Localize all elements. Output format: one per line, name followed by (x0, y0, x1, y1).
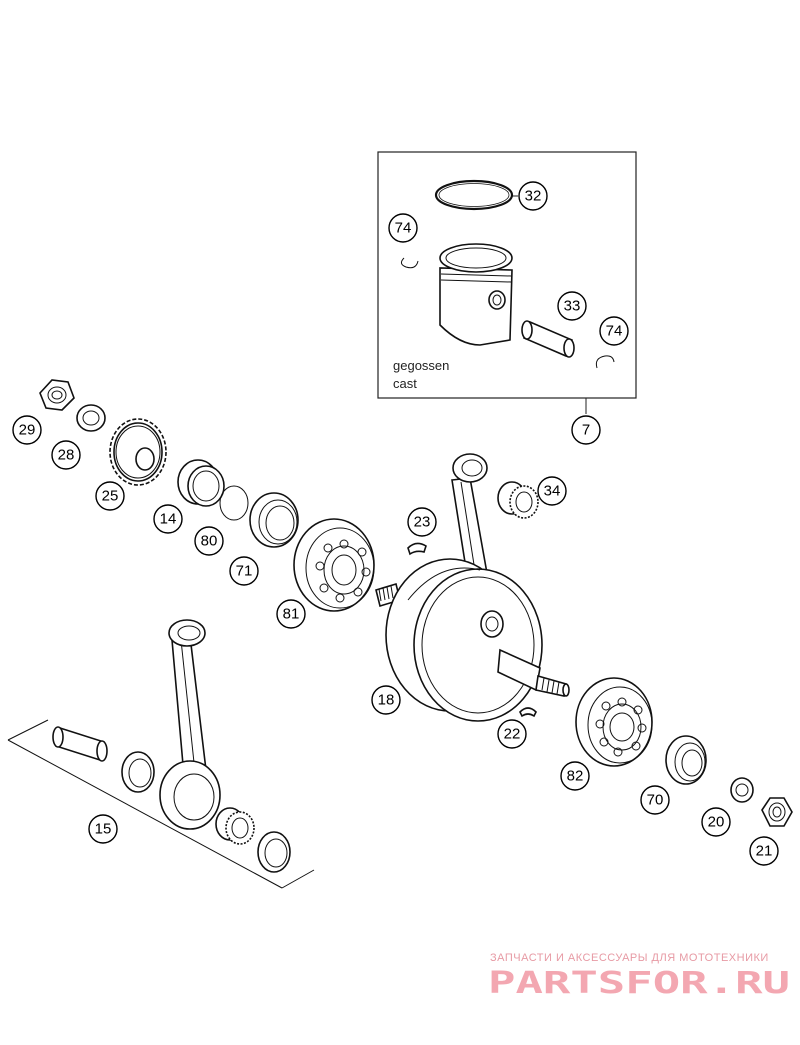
inset-label-gegossen: gegossen (393, 358, 449, 373)
svg-text:21: 21 (756, 843, 773, 860)
shaft-seal-left (249, 492, 299, 548)
callout-32: 32 (518, 181, 548, 211)
conrod-kit (7, 619, 315, 889)
kit-needle-bearing (215, 807, 255, 845)
svg-text:29: 29 (19, 422, 36, 439)
svg-text:81: 81 (283, 606, 300, 623)
circlip-left (400, 257, 419, 269)
callout-15: 15 (88, 814, 118, 844)
watermark: ЗАПЧАСТИ И АКСЕССУАРЫ ДЛЯ МОТОТЕХНИКИ PA… (488, 952, 790, 1001)
callout-21: 21 (749, 836, 779, 866)
inner-bushing (177, 459, 225, 507)
nut-right (761, 797, 793, 827)
kit-washer-lower (257, 831, 291, 873)
callout-70: 70 (640, 785, 670, 815)
svg-text:15: 15 (95, 821, 112, 838)
callout-23: 23 (407, 507, 437, 537)
o-ring (219, 485, 249, 521)
washer-right (730, 777, 754, 803)
callout-71: 71 (229, 556, 259, 586)
svg-text:23: 23 (414, 514, 431, 531)
callout-25: 25 (95, 481, 125, 511)
piston-pin (521, 320, 575, 358)
callout-20: 20 (701, 807, 731, 837)
callout-29: 29 (12, 415, 42, 445)
svg-text:74: 74 (606, 323, 623, 340)
circlip-right (595, 355, 615, 369)
main-bearing-right (575, 677, 653, 767)
svg-text:33: 33 (564, 298, 581, 315)
svg-text:80: 80 (201, 533, 218, 550)
callout-18: 18 (371, 685, 401, 715)
svg-text:74: 74 (395, 220, 412, 237)
callout-82: 82 (560, 761, 590, 791)
kit-connecting-rod (171, 635, 207, 778)
svg-text:7: 7 (582, 422, 590, 439)
svg-text:32: 32 (525, 188, 542, 205)
woodruff-key-upper (407, 542, 427, 556)
nut (39, 379, 75, 411)
callout-74-top: 74 (388, 213, 418, 243)
svg-text:14: 14 (160, 511, 177, 528)
callout-74-right: 74 (599, 316, 629, 346)
svg-text:71: 71 (236, 563, 253, 580)
callout-80: 80 (194, 526, 224, 556)
piston-ring (434, 179, 518, 211)
inset-label-cast: cast (393, 376, 417, 391)
lock-washer (76, 404, 106, 432)
svg-text:70: 70 (647, 792, 664, 809)
callout-14: 14 (153, 504, 183, 534)
connecting-rod (451, 453, 491, 595)
callout-22: 22 (497, 719, 527, 749)
callout-34: 34 (537, 476, 567, 506)
kit-washer-upper (121, 751, 155, 793)
svg-text:22: 22 (504, 726, 521, 743)
svg-text:34: 34 (544, 483, 561, 500)
primary-gear (109, 418, 167, 486)
watermark-tagline: ЗАПЧАСТИ И АКСЕССУАРЫ ДЛЯ МОТОТЕХНИКИ (490, 952, 769, 964)
callout-28: 28 (51, 440, 81, 470)
crankshaft (375, 558, 570, 722)
svg-text:20: 20 (708, 814, 725, 831)
needle-bearing-small-end (497, 481, 539, 519)
svg-text:18: 18 (378, 692, 395, 709)
callout-81: 81 (276, 599, 306, 629)
svg-text:82: 82 (567, 768, 584, 785)
piston-inset: gegossen cast (377, 151, 637, 414)
watermark-logo: PARTSFOR.RU (488, 966, 790, 1001)
shaft-seal-right (665, 735, 707, 785)
callout-33: 33 (557, 291, 587, 321)
callout-7: 7 (571, 415, 601, 445)
svg-text:25: 25 (102, 488, 119, 505)
piston (439, 243, 513, 346)
main-bearing-left (293, 518, 375, 612)
woodruff-key-lower (519, 707, 537, 718)
svg-text:28: 28 (58, 447, 75, 464)
